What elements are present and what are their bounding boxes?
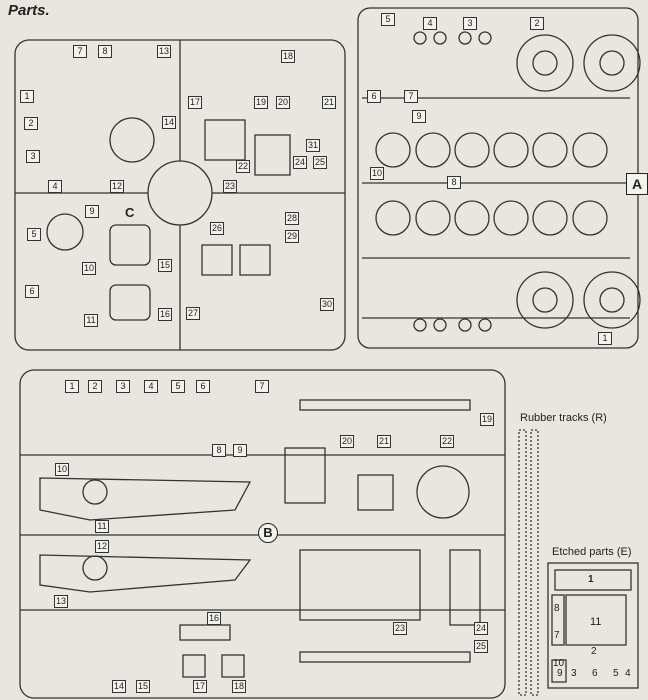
sprue-b-frame bbox=[19, 369, 506, 699]
part-number: 29 bbox=[285, 230, 300, 243]
part-number: 14 bbox=[162, 116, 177, 129]
part-number: 30 bbox=[320, 298, 335, 311]
part-number: 10 bbox=[82, 262, 97, 275]
part-number: 15 bbox=[136, 680, 151, 693]
part-number: 5 bbox=[381, 13, 395, 26]
part-number: 23 bbox=[393, 622, 408, 635]
etched-fret bbox=[547, 562, 639, 689]
rubber-track-left bbox=[518, 429, 527, 696]
etched-part-number: 2 bbox=[591, 646, 597, 657]
part-number: 9 bbox=[412, 110, 426, 123]
part-number: 20 bbox=[276, 96, 291, 109]
etched-part-number: 8 bbox=[554, 603, 560, 614]
part-number: 6 bbox=[367, 90, 381, 103]
part-number: 17 bbox=[193, 680, 208, 693]
part-number: 12 bbox=[95, 540, 110, 553]
part-number: 8 bbox=[212, 444, 226, 457]
part-number: 22 bbox=[440, 435, 455, 448]
part-number: 19 bbox=[254, 96, 269, 109]
etched-part-number: 10 bbox=[553, 658, 565, 669]
part-number: 7 bbox=[404, 90, 418, 103]
part-number: 1 bbox=[20, 90, 34, 103]
part-number: 23 bbox=[223, 180, 238, 193]
part-number: 4 bbox=[48, 180, 62, 193]
part-number: 18 bbox=[232, 680, 247, 693]
part-number: 6 bbox=[25, 285, 39, 298]
part-number: 2 bbox=[24, 117, 38, 130]
rubber-tracks-label: Rubber tracks (R) bbox=[520, 412, 607, 424]
part-number: 3 bbox=[463, 17, 477, 30]
part-number: 31 bbox=[306, 139, 321, 152]
sprue-a-frame bbox=[357, 7, 639, 349]
etched-parts-label: Etched parts (E) bbox=[552, 546, 632, 558]
part-number: 16 bbox=[158, 308, 173, 321]
etched-part-number: 1 bbox=[588, 574, 594, 585]
part-number: 21 bbox=[322, 96, 337, 109]
part-number: 10 bbox=[370, 167, 385, 180]
part-number: 9 bbox=[233, 444, 247, 457]
part-number: 2 bbox=[88, 380, 102, 393]
page-title: Parts. bbox=[8, 2, 50, 19]
part-number: 28 bbox=[285, 212, 300, 225]
part-number: 13 bbox=[54, 595, 69, 608]
part-number: 25 bbox=[313, 156, 328, 169]
part-number: 3 bbox=[26, 150, 40, 163]
etched-part-number: 11 bbox=[590, 616, 602, 628]
part-number: 12 bbox=[110, 180, 125, 193]
part-number: 20 bbox=[340, 435, 355, 448]
etched-part-number: 3 bbox=[571, 668, 577, 679]
part-number: 5 bbox=[27, 228, 41, 241]
part-number: 4 bbox=[144, 380, 158, 393]
part-number: 11 bbox=[84, 314, 98, 327]
part-number: 27 bbox=[186, 307, 201, 320]
part-number: 13 bbox=[157, 45, 172, 58]
part-number: 24 bbox=[474, 622, 489, 635]
part-number: 17 bbox=[188, 96, 203, 109]
part-number: 21 bbox=[377, 435, 392, 448]
part-number: 15 bbox=[158, 259, 173, 272]
part-number: 19 bbox=[480, 413, 495, 426]
part-number: 11 bbox=[95, 520, 109, 533]
etched-part-number: 5 bbox=[613, 668, 619, 679]
part-number: 22 bbox=[236, 160, 251, 173]
part-number: 10 bbox=[55, 463, 70, 476]
part-number: 1 bbox=[598, 332, 612, 345]
part-number: 26 bbox=[210, 222, 225, 235]
part-number: 16 bbox=[207, 612, 222, 625]
etched-part-number: 6 bbox=[592, 668, 598, 679]
part-number: 7 bbox=[255, 380, 269, 393]
part-number: 1 bbox=[65, 380, 79, 393]
sprue-letter-b: B bbox=[258, 523, 278, 543]
sprue-letter-c: C bbox=[125, 205, 135, 220]
etched-part-number: 4 bbox=[625, 668, 631, 679]
part-number: 14 bbox=[112, 680, 127, 693]
part-number: 25 bbox=[474, 640, 489, 653]
part-number: 4 bbox=[423, 17, 437, 30]
part-number: 3 bbox=[116, 380, 130, 393]
etched-part-number: 9 bbox=[557, 668, 563, 679]
part-number: 9 bbox=[85, 205, 99, 218]
part-number: 8 bbox=[447, 176, 461, 189]
part-number: 5 bbox=[171, 380, 185, 393]
part-number: 24 bbox=[293, 156, 308, 169]
sprue-letter-a: A bbox=[626, 173, 648, 195]
rubber-track-right bbox=[530, 429, 539, 696]
part-number: 7 bbox=[73, 45, 87, 58]
etched-part-number: 7 bbox=[554, 630, 560, 641]
part-number: 8 bbox=[98, 45, 112, 58]
part-number: 18 bbox=[281, 50, 296, 63]
part-number: 2 bbox=[530, 17, 544, 30]
part-number: 6 bbox=[196, 380, 210, 393]
